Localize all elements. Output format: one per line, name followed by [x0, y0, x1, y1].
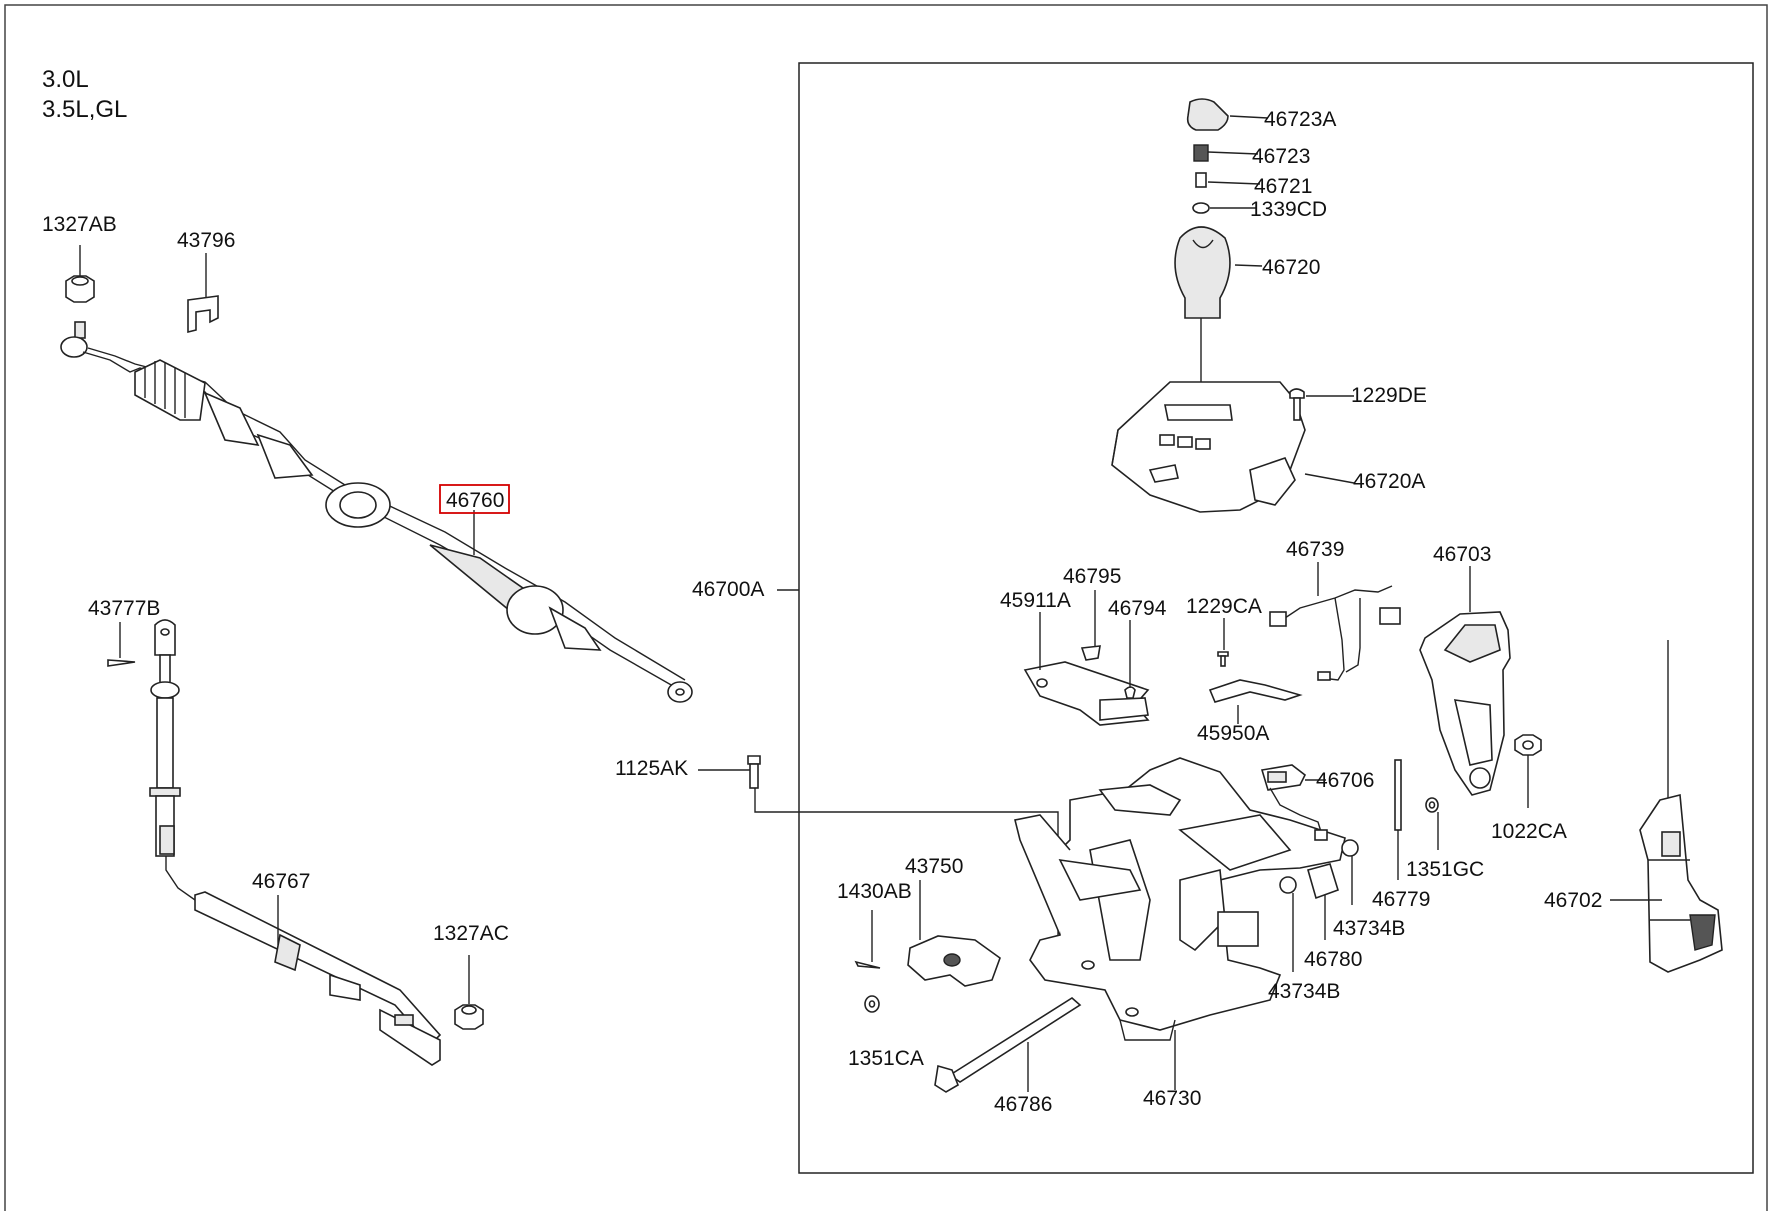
label-1339cd[interactable]: 1339CD — [1250, 198, 1327, 221]
label-46780[interactable]: 46780 — [1304, 948, 1362, 971]
label-43734b-upper[interactable]: 43734B — [1333, 917, 1405, 940]
nut-1022ca[interactable] — [1514, 734, 1542, 808]
nut-1327ac[interactable] — [454, 955, 484, 1030]
selector-lever-46702[interactable] — [1610, 640, 1723, 973]
label-46786[interactable]: 46786 — [994, 1093, 1052, 1116]
label-1351gc[interactable]: 1351GC — [1406, 858, 1484, 881]
cable-stud — [74, 321, 86, 339]
nut-1339cd[interactable] — [1192, 202, 1256, 214]
clip-43796[interactable] — [187, 253, 219, 334]
cable-bulge — [506, 585, 564, 635]
cable-sleeve-2 — [256, 433, 314, 479]
bracket-45911a[interactable] — [1023, 612, 1150, 726]
cable-boot — [134, 359, 206, 421]
label-46720a[interactable]: 46720A — [1353, 470, 1425, 493]
screw-1229ca[interactable] — [1217, 618, 1229, 667]
plate-45950a[interactable] — [1208, 679, 1303, 724]
label-46795[interactable]: 46795 — [1063, 565, 1121, 588]
label-43734b-lower[interactable]: 43734B — [1268, 980, 1340, 1003]
label-1229de[interactable]: 1229DE — [1351, 384, 1427, 407]
wire-harness-46739[interactable] — [1269, 562, 1401, 681]
label-46700a[interactable]: 46700A — [692, 578, 764, 601]
highlight-box-46760 — [439, 484, 510, 514]
label-46723a[interactable]: 46723A — [1264, 108, 1336, 131]
clip-46795[interactable] — [1080, 590, 1101, 661]
engine-label-2: 3.5L,GL — [42, 96, 127, 123]
shifter-assembly-box — [798, 62, 1754, 1174]
shift-knob-46720[interactable] — [1174, 226, 1263, 420]
label-46720[interactable]: 46720 — [1262, 256, 1320, 279]
label-45950a[interactable]: 45950A — [1197, 722, 1269, 745]
label-43777b[interactable]: 43777B — [88, 597, 160, 620]
label-1327ab[interactable]: 1327AB — [42, 213, 117, 236]
cable-eye-end — [60, 336, 88, 358]
shift-cable-46760[interactable] — [60, 245, 693, 703]
label-43796[interactable]: 43796 — [177, 229, 235, 252]
label-1430ab[interactable]: 1430AB — [837, 880, 912, 903]
label-46723[interactable]: 46723 — [1252, 145, 1310, 168]
cable-sleeve-1 — [203, 391, 260, 447]
label-46794[interactable]: 46794 — [1108, 597, 1167, 620]
label-46779[interactable]: 46779 — [1372, 888, 1430, 911]
label-46739[interactable]: 46739 — [1286, 538, 1344, 561]
clip-46794[interactable] — [1124, 620, 1136, 699]
spring-46723[interactable] — [1193, 144, 1259, 162]
nut-1327ab[interactable] — [65, 245, 95, 303]
label-1125ak[interactable]: 1125AK — [615, 757, 688, 780]
label-46703[interactable]: 46703 — [1433, 543, 1491, 566]
cap-43734b-lower[interactable] — [1279, 876, 1297, 972]
cap-43734b-upper[interactable] — [1341, 839, 1359, 905]
engine-label-1: 3.0L — [42, 66, 89, 93]
label-1022ca[interactable]: 1022CA — [1491, 820, 1567, 843]
shift-indicator-46720a[interactable] — [1111, 381, 1355, 513]
knob-button-46723a[interactable] — [1186, 98, 1269, 131]
bolt-1125ak[interactable] — [698, 755, 1059, 960]
bolt-46786[interactable] — [934, 997, 1082, 1093]
label-1229ca[interactable]: 1229CA — [1186, 595, 1262, 618]
label-46767[interactable]: 46767 — [252, 870, 310, 893]
bushing-46780[interactable] — [1307, 863, 1339, 940]
label-46721[interactable]: 46721 — [1254, 175, 1312, 198]
label-46702[interactable]: 46702 — [1544, 889, 1602, 912]
label-45911a[interactable]: 45911A — [1000, 589, 1071, 612]
screw-1229de[interactable] — [1289, 388, 1354, 421]
cable-line-2 — [87, 347, 686, 681]
label-46730[interactable]: 46730 — [1143, 1087, 1201, 1110]
shift-cable-46767[interactable] — [149, 619, 442, 1066]
shifter-base-46730[interactable] — [1014, 757, 1346, 1090]
pin-43777b[interactable] — [107, 622, 136, 667]
label-46760[interactable]: 46760 — [446, 489, 504, 512]
pin-1430ab[interactable] — [854, 910, 881, 969]
pin-46721[interactable] — [1195, 172, 1261, 188]
label-1327ac[interactable]: 1327AC — [433, 922, 509, 945]
lever-43750[interactable] — [907, 880, 1001, 987]
outer-frame — [4, 4, 1768, 1211]
label-46706[interactable]: 46706 — [1316, 769, 1374, 792]
label-1351ca[interactable]: 1351CA — [848, 1047, 924, 1070]
washer-1351ca[interactable] — [864, 995, 880, 1013]
bracket-46703[interactable] — [1419, 566, 1511, 796]
bracket-46706[interactable] — [1260, 764, 1328, 841]
cable2-top-end — [154, 619, 176, 656]
washer-1351gc[interactable] — [1425, 797, 1439, 850]
label-43750[interactable]: 43750 — [905, 855, 963, 878]
pin-46779[interactable] — [1394, 759, 1402, 880]
